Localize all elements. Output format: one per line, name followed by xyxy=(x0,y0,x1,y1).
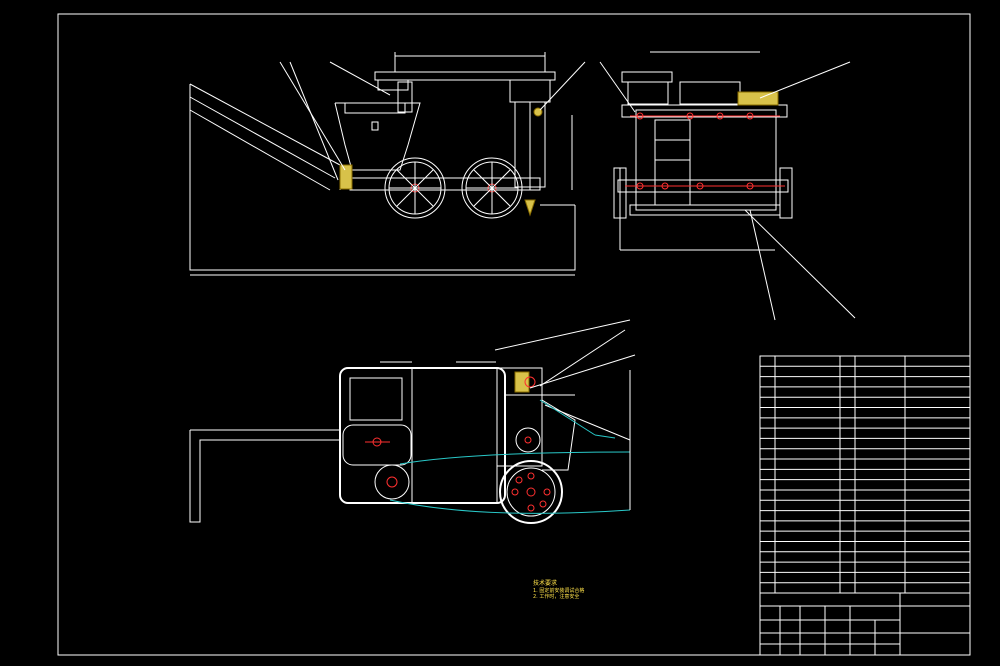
front-view xyxy=(189,52,586,276)
side-view xyxy=(599,51,856,321)
top-view xyxy=(189,319,636,524)
parts-list xyxy=(759,355,971,594)
notes-heading: 技术要求 xyxy=(533,579,557,587)
technical-notes: 技术要求 1. 固定前安装调试合格 2. 工作时，注意安全 xyxy=(533,579,584,600)
notes-line-1: 1. 固定前安装调试合格 xyxy=(533,587,584,594)
title-block xyxy=(759,592,971,656)
drawing-border xyxy=(57,13,971,656)
notes-line-2: 2. 工作时，注意安全 xyxy=(533,593,579,600)
